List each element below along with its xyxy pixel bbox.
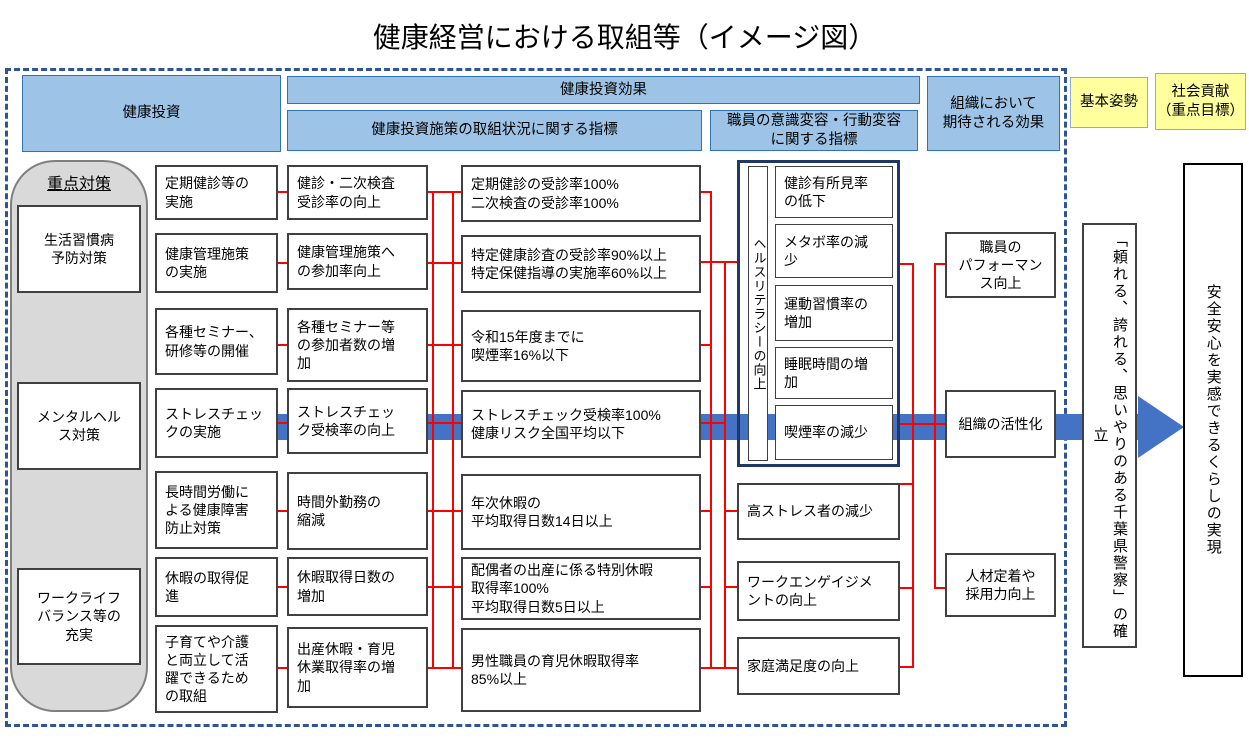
header-social-contribution: 社会貢献 （重点目標） [1155,73,1246,130]
connector-line [428,422,461,424]
outer-dashed-frame [5,68,1067,727]
target-box: 配偶者の出産に係る特別休暇 取得率100% 平均取得日数5日以上 [461,557,701,620]
connector-line [699,422,726,424]
priority-item: メンタルヘル ス対策 [17,382,141,470]
connector-rail [724,261,726,669]
investment-box: 子育てや介護 と両立して活 躍できるため の取組 [155,625,278,713]
connector-rail [432,191,434,669]
literacy-label: ヘルスリテラシーの向上 [748,166,768,461]
connector-rail [934,263,936,589]
connector-line [699,586,711,588]
literacy-item: メタボ率の減 少 [775,224,893,278]
connector-line [899,483,914,485]
investment-box: ストレスチェッ クの実施 [155,388,278,458]
header-awareness-indicator: 職員の意識変容・行動変容 に関する指標 [710,110,918,151]
investment-box: 健康管理施策 の実施 [155,233,278,293]
indicator-box: 時間外勤務の 縮減 [287,472,428,550]
connector-line [899,666,914,668]
flow-arrow-head [1138,396,1184,458]
target-box: 定期健診の受診率100% 二次検査の受診率100% [461,165,701,222]
connector-rail [452,191,454,669]
indicator-box: 健診・二次検査 受診率の向上 [287,165,428,220]
connector-line [934,263,947,265]
investment-box: 長時間労働に よる健康障害 防止対策 [155,471,278,549]
literacy-item: 睡眠時間の増 加 [775,347,893,399]
connector-line [428,586,461,588]
org-effect-box: 人材定着や 採用力向上 [945,553,1056,617]
literacy-item: 健診有所見率 の低下 [775,166,893,218]
target-box: 特定健康診査の受診率90%以上 特定保健指導の実施率60%以上 [461,235,701,293]
connector-line [724,510,738,512]
literacy-item: 運動習慣率の 増加 [775,285,893,341]
investment-box: 定期健診等の 実施 [155,165,278,220]
connector-line [278,191,287,193]
literacy-item: 喫煙率の減少 [775,405,893,460]
awareness-outcome-box: 家庭満足度の向上 [737,637,900,695]
org-effect-box: 組織の活性化 [945,390,1056,458]
connector-line [428,262,461,264]
connector-line [428,667,461,669]
connector-line [699,261,738,263]
connector-rail [912,263,914,668]
target-box: 男性職員の育児休暇取得率 85%以上 [461,628,701,712]
priority-item: 生活習慣病 予防対策 [17,205,141,293]
connector-line [278,262,287,264]
connector-line [724,586,738,588]
awareness-outcome-box: ワークエンゲイジメ ントの向上 [737,561,900,621]
org-effect-box: 職員の パフォーマン ス向上 [945,232,1056,298]
target-box: 令和15年度までに 喫煙率16%以下 [461,310,701,382]
connector-line [899,587,914,589]
connector-line [428,510,461,512]
priority-item: ワークライフ バランス等の 充実 [17,568,141,665]
literacy-frame [737,160,900,467]
indicator-box: 各種セミナー等 の参加者数の増 加 [287,308,428,382]
connector-line [699,667,738,669]
connector-line [699,344,711,346]
indicator-box: ストレスチェッ ク受検率の向上 [287,388,428,454]
connector-line [899,263,914,265]
header-basic-stance: 基本姿勢 [1070,77,1148,128]
header-effort-indicator: 健康投資施策の取組状況に関する指標 [287,110,702,151]
connector-line [934,587,947,589]
connector-line [278,422,287,424]
header-org-effect: 組織において 期待される効果 [927,76,1060,151]
awareness-outcome-box: 高ストレス者の減少 [737,483,900,540]
connector-line [428,344,461,346]
connector-line [428,191,461,193]
investment-box: 各種セミナー、 研修等の開催 [155,308,278,375]
connector-line [699,510,711,512]
target-box: ストレスチェック受検率100% 健康リスク全国平均以下 [461,390,701,458]
indicator-box: 出産休暇・育児 休業取得率の増 加 [287,627,428,708]
connector-line [899,423,947,425]
connector-line [699,191,711,193]
connector-line [278,344,287,346]
connector-rail [710,191,712,669]
priority-label: 重点対策 [46,176,111,193]
header-investment: 健康投資 [22,75,281,152]
investment-box: 休暇の取得促 進 [155,557,278,617]
indicator-box: 健康管理施策へ の参加率向上 [287,233,428,290]
connector-line [278,510,287,512]
stance-box: 「頼れる、誇れる、思いやりのある千葉県警察」の確立 [1082,223,1137,648]
connector-line [278,586,287,588]
target-box: 年次休暇の 平均取得日数14日以上 [461,474,701,550]
connector-line [278,667,287,669]
header-investment-effect: 健康投資効果 [287,76,920,104]
page-title: 健康経営における取組等（イメージ図） [372,23,877,54]
indicator-box: 休暇取得日数の 増加 [287,557,428,616]
social-goal-box: 安全安心を実感できるくらしの実現 [1183,163,1243,677]
